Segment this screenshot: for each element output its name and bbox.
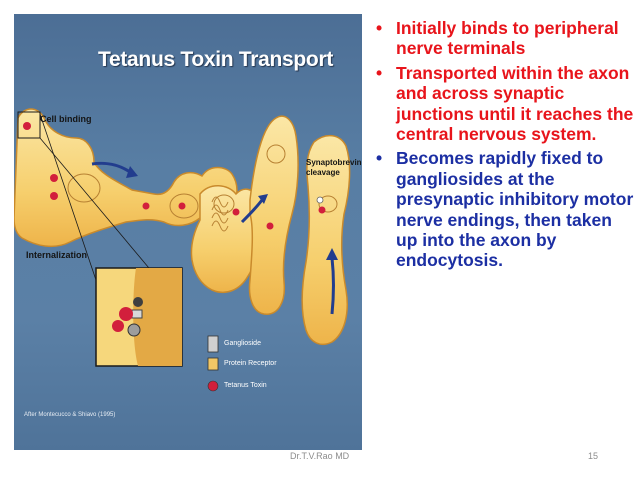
bullet-marker: • bbox=[376, 62, 383, 83]
tetanus-transport-figure: Tetanus Toxin Transport Cell binding Int… bbox=[14, 14, 362, 450]
cell-binding-label: Cell binding bbox=[40, 114, 92, 124]
legend-protein-receptor: Protein Receptor bbox=[224, 360, 277, 367]
golgi-stack bbox=[211, 196, 229, 232]
arrow-heads bbox=[126, 166, 338, 260]
ganglioside-icon bbox=[207, 335, 219, 353]
bullet-marker: • bbox=[376, 18, 383, 38]
peripheral-nerve-terminal bbox=[14, 108, 238, 248]
toxin-markers bbox=[23, 122, 326, 230]
protein-receptor-icon bbox=[207, 357, 219, 371]
zoom-inset bbox=[95, 267, 183, 367]
transport-arrows bbox=[91, 161, 335, 315]
synaptic-bulb bbox=[190, 185, 262, 294]
bullet-item: • Initially binds to peripheral nerve te… bbox=[372, 18, 634, 59]
inhibitory-neuron bbox=[248, 115, 299, 315]
zoom-line bbox=[39, 113, 99, 287]
legend-ganglioside: Ganglioside bbox=[224, 340, 261, 347]
motor-nerve-ending bbox=[301, 134, 351, 346]
internalization-label: Internalization bbox=[26, 250, 88, 260]
legend-tetanus-toxin: Tetanus Toxin bbox=[224, 382, 267, 389]
cleavage-label: cleavage bbox=[306, 168, 340, 177]
bullet-item: • Becomes rapidly fixed to gangliosides … bbox=[372, 148, 634, 270]
bullet-marker: • bbox=[376, 148, 383, 169]
synaptobrevin-label: Synaptobrevin bbox=[306, 158, 362, 167]
tetanus-toxin-icon bbox=[207, 380, 219, 392]
footer-author: Dr.T.V.Rao MD bbox=[290, 451, 350, 461]
figure-credit: After Montecucco & Shiavo (1995) bbox=[24, 412, 116, 418]
bullet-text: Transported within the axon and across s… bbox=[396, 62, 634, 145]
bullet-item: • Transported within the axon and across… bbox=[372, 63, 634, 145]
bullet-text: Becomes rapidly fixed to gangliosides at… bbox=[396, 148, 634, 271]
bullet-list: • Initially binds to peripheral nerve te… bbox=[372, 18, 634, 275]
page-number: 15 bbox=[588, 451, 599, 461]
cell-binding-box bbox=[17, 111, 41, 139]
figure-title: Tetanus Toxin Transport bbox=[98, 48, 334, 71]
bullet-text: Initially binds to peripheral nerve term… bbox=[396, 18, 619, 59]
vesicles bbox=[67, 144, 338, 219]
neuron-diagram bbox=[14, 108, 351, 392]
